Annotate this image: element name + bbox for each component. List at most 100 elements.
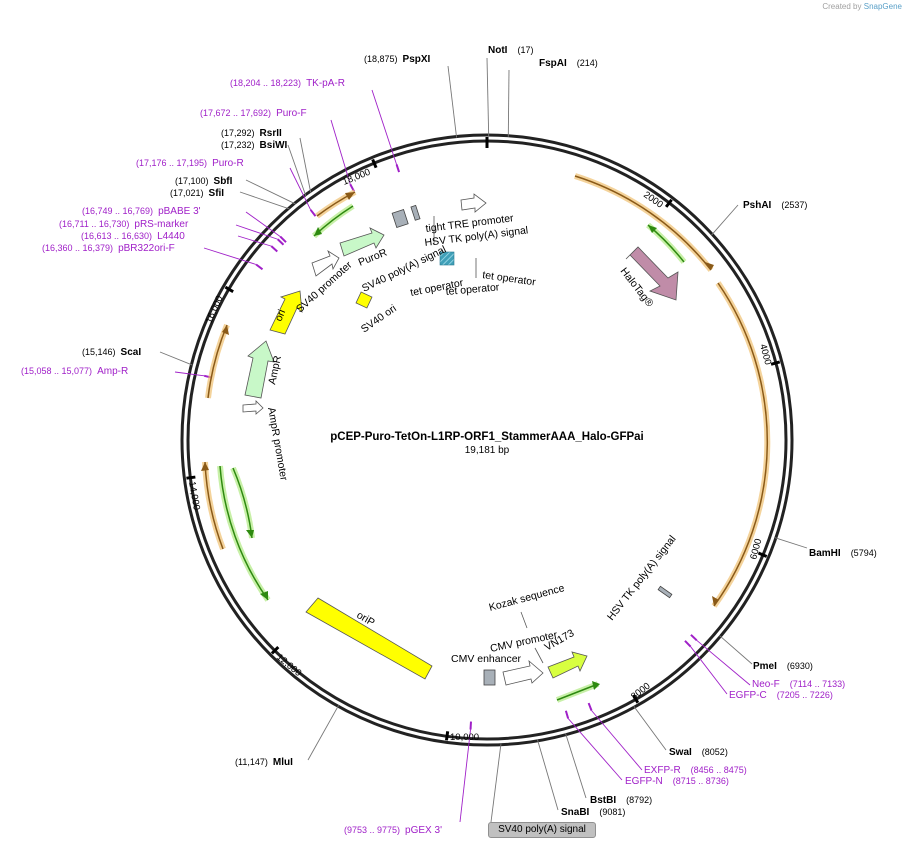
tight-tre-arrow [460,193,487,213]
site-scai: (15,146)ScaI [82,347,141,358]
primer-amp-r: (15,058 .. 15,077)Amp-R [21,366,128,377]
sv40-promoter-arrow [311,249,340,277]
primer-pbr322ori-f: (16,360 .. 16,379)pBR322ori-F [42,243,175,254]
cmv-promoter-arrow [502,659,544,686]
tick-mark-10000 [444,731,450,741]
site-leader-8792 [565,733,587,799]
primer-neo-f: Neo-F(7114 .. 7133) [752,679,845,690]
site-leader-2537 [711,204,739,236]
site-snabi: SnaBI(9081) [561,807,625,818]
credit-prefix: Created by [822,2,862,11]
site-sfii: (17,021)SfiI [170,188,224,199]
vn173-arrow [547,651,588,679]
cmv-enhancer-box [483,669,496,686]
puror-arrow [339,227,385,257]
tick-mark-2000 [664,198,673,208]
tick-label-4000: 4000 [757,343,773,366]
site-pmei: PmeI(6930) [753,661,813,672]
site-bstbi: BstBI(8792) [590,795,652,806]
label-puror: PuroR [357,246,389,268]
primer-leader-8725 [567,718,623,781]
snapgene-brand: SnapGene [863,2,902,11]
gray-box-2 [410,204,421,221]
site-leader-9081 [537,739,559,811]
primer-leader-16720 [235,224,278,240]
label-tet-operator-3: tet operator [445,281,500,298]
site-leader-15146 [159,351,193,366]
primer-leader-15067 [174,371,205,377]
tick-label-10000: 10,000 [450,732,479,743]
label-kozak: Kozak sequence [488,582,566,614]
tick-mark-12000 [270,646,280,655]
primer-egfp-c: EGFP-C(7205 .. 7226) [729,690,833,701]
tet-operator-box [439,251,455,266]
sv40-polya-badge: SV40 poly(A) signal [488,822,596,838]
primer-leader-16621 [237,235,272,247]
plasmid-name: pCEP-Puro-TetOn-L1RP-ORF1_StammerAAA_Hal… [330,431,644,443]
site-noti: NotI(17) [488,45,533,56]
site-leader-17232 [287,144,307,197]
primer-mark-16370 [255,263,264,271]
site-leader-8052 [633,705,667,751]
primer-mark-8725 [564,710,570,719]
tick-mark-14000 [186,475,196,480]
site-leader-lines [159,57,808,823]
ampr-promoter-arrow [242,400,264,415]
halotag-arrow [625,246,679,301]
primer-mark-18213 [395,164,401,173]
site-leader-17100 [245,179,296,205]
ampr-arrow [244,340,275,399]
tick-label-16000: 16,000 [204,294,226,325]
primer-mark-8465 [587,702,593,711]
primer-tk-pa-r: (18,204 .. 18,223)TK-pA-R [230,78,345,89]
site-rsrii: (17,292)RsrII [221,128,282,139]
label-ampr-promoter: AmpR promoter [265,406,290,482]
primer-leader-7123 [696,639,751,686]
tick-mark-18000 [371,158,378,169]
tick-label-6000: 6000 [748,538,764,561]
label-hsv-tk-right: HSV TK poly(A) signal [605,533,679,623]
primer-pbabe3: (16,749 .. 16,769)pBABE 3' [82,206,201,217]
orf-arcs [201,173,771,608]
sv40-ori-box [355,291,373,309]
tick-mark-8000 [632,694,640,704]
tick-mark-16000 [224,285,234,293]
site-leader-17021 [239,191,290,210]
site-leader-18875 [447,65,458,138]
green-arcs [217,203,687,703]
primer-labels: (18,204 .. 18,223)TK-pA-R (17,672 .. 17,… [21,78,845,836]
primer-puro-r: (17,176 .. 17,195)Puro-R [136,158,244,169]
label-cmv-enhancer: CMV enhancer [451,653,522,665]
site-leader-11147 [307,705,340,761]
primer-mark-7215 [684,640,692,648]
primer-l4440: (16,613 .. 16,630)L4440 [81,231,185,242]
label-ori: ori [273,308,288,323]
hsv-tk-right-box [657,585,673,599]
site-leader-214 [507,69,510,137]
site-pspxi: (18,875)PspXI [364,54,431,65]
tick-label-14000: 14,000 [186,481,202,512]
primer-puro-f: (17,672 .. 17,692)Puro-F [200,108,307,119]
site-bsiwi: (17,232)BsiWI [221,140,288,151]
tick-label-12000: 12,000 [274,652,303,679]
site-sbfi: (17,100)SbfI [175,176,233,187]
site-leader-17292 [299,137,312,193]
primer-leader-9764 [459,729,471,823]
tick-marks [186,158,781,741]
primer-leader-16759 [245,211,281,237]
gray-box-1 [391,208,409,228]
tick-mark-4000 [770,360,781,366]
site-leader-6930 [719,635,753,665]
site-bamhi: BamHI(5794) [809,548,877,559]
primer-exfp-r: EXFP-R(8456 .. 8475) [644,765,747,776]
primer-leader-lines [174,89,751,823]
site-labels: (18,875)PspXI NotI(17) FspAI(214) PshAI(… [82,45,877,818]
primer-prs-marker: (16,711 .. 16,730)pRS-marker [59,219,189,230]
primer-mark-7123 [690,634,698,642]
site-leader-5794 [774,537,808,549]
backbone-outer [180,133,794,747]
site-pshai: PshAI(2537) [743,200,807,211]
snapgene-credit: Created by SnapGene [822,2,902,11]
sv40-badge-leader [490,743,502,823]
